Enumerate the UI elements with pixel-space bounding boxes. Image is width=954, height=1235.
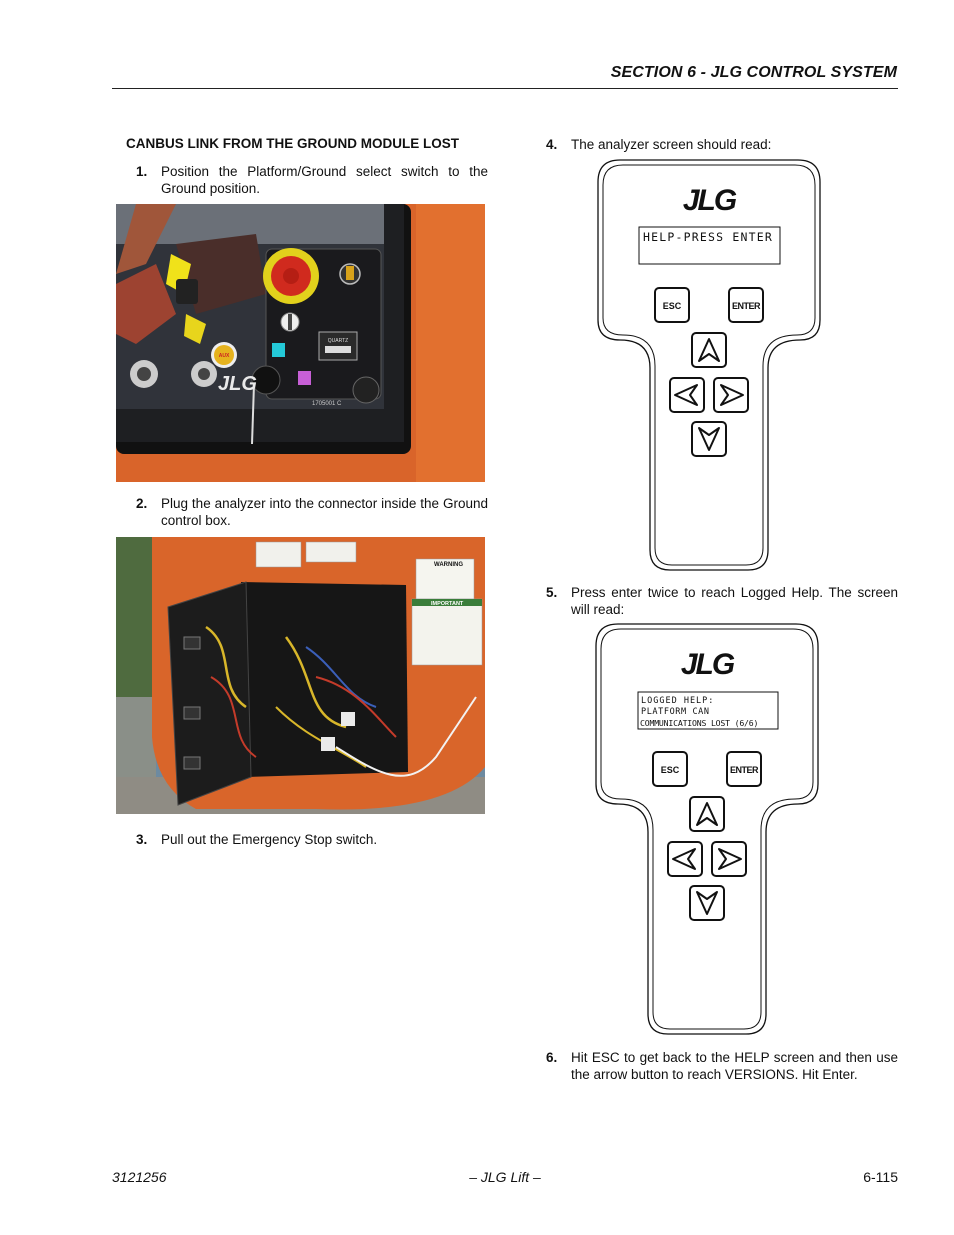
right-arrow-button[interactable] [711, 841, 747, 877]
up-arrow-button[interactable] [689, 796, 725, 832]
quartz-label: QUARTZ [328, 338, 348, 344]
enter-button[interactable]: ENTER [728, 287, 764, 323]
enter-button[interactable]: ENTER [726, 751, 762, 787]
up-arrow-icon [698, 338, 720, 362]
warning-label: WARNING [434, 562, 463, 568]
ground-control-panel-photo: QUARTZ AUX JLG 1705001 C [116, 204, 485, 482]
section-title: CANBUS LINK FROM THE GROUND MODULE LOST [126, 136, 459, 151]
lcd-line-1: HELP-PRESS ENTER [643, 230, 773, 244]
right-arrow-button[interactable] [713, 377, 749, 413]
footer-center: – JLG Lift – [469, 1169, 541, 1185]
esc-button[interactable]: ESC [654, 287, 690, 323]
ground-control-box-photo: WARNING IMPORTANT [116, 537, 485, 814]
down-arrow-button[interactable] [691, 421, 727, 457]
jlg-logo: JLG [681, 648, 735, 681]
step-number: 6. [546, 1050, 558, 1065]
jlg-panel-logo: JLG [218, 373, 257, 395]
right-arrow-icon [718, 848, 742, 870]
step-2: 2. Plug the analyzer into the connector … [136, 495, 488, 529]
lcd-line-1: LOGGED HELP: [641, 696, 714, 706]
step-number: 1. [136, 164, 148, 179]
lcd-line-2: PLATFORM CAN [641, 707, 710, 717]
footer-page-number: 6-115 [863, 1169, 898, 1185]
step-text: Hit ESC to get back to the HELP screen a… [571, 1050, 898, 1082]
step-number: 4. [546, 137, 558, 152]
left-arrow-button[interactable] [667, 841, 703, 877]
up-arrow-icon [696, 802, 718, 826]
step-number: 2. [136, 496, 148, 511]
enter-button-label: ENTER [732, 301, 761, 311]
esc-button-label: ESC [663, 301, 682, 311]
step-text: Plug the analyzer into the connector ins… [161, 496, 488, 528]
step-4: 4. The analyzer screen should read: [546, 136, 898, 153]
down-arrow-button[interactable] [689, 885, 725, 921]
left-arrow-icon [672, 848, 696, 870]
step-3: 3. Pull out the Emergency Stop switch. [136, 831, 488, 848]
aux-label: AUX [219, 353, 230, 359]
section-header: SECTION 6 - JLG CONTROL SYSTEM [610, 64, 897, 81]
left-arrow-button[interactable] [669, 377, 705, 413]
down-arrow-icon [696, 891, 718, 915]
esc-button[interactable]: ESC [652, 751, 688, 787]
important-label: IMPORTANT [431, 601, 464, 607]
footer-doc-number: 3121256 [112, 1169, 167, 1185]
step-text: Pull out the Emergency Stop switch. [161, 832, 378, 847]
jlg-logo: JLG [683, 184, 737, 217]
right-arrow-icon [720, 384, 744, 406]
enter-button-label: ENTER [730, 765, 759, 775]
step-6: 6. Hit ESC to get back to the HELP scree… [546, 1049, 898, 1083]
step-text: Position the Platform/Ground select swit… [161, 164, 488, 196]
lcd-line-3: COMMUNICATIONS LOST (6/6) [640, 718, 758, 728]
step-number: 5. [546, 585, 558, 600]
step-text: Press enter twice to reach Logged Help. … [571, 585, 898, 617]
step-number: 3. [136, 832, 148, 847]
panel-code-label: 1705001 C [312, 401, 342, 407]
analyzer-diagram-help: JLG HELP-PRESS ENTER ESC ENTER [596, 158, 822, 572]
esc-button-label: ESC [661, 765, 680, 775]
step-1: 1. Position the Platform/Ground select s… [136, 163, 488, 197]
up-arrow-button[interactable] [691, 332, 727, 368]
header-rule [112, 88, 898, 89]
step-5: 5. Press enter twice to reach Logged Hel… [546, 584, 898, 618]
left-arrow-icon [674, 384, 698, 406]
analyzer-diagram-logged-help: JLG LOGGED HELP: PLATFORM CAN COMMUNICAT… [594, 622, 820, 1036]
down-arrow-icon [698, 427, 720, 451]
step-text: The analyzer screen should read: [571, 137, 772, 152]
